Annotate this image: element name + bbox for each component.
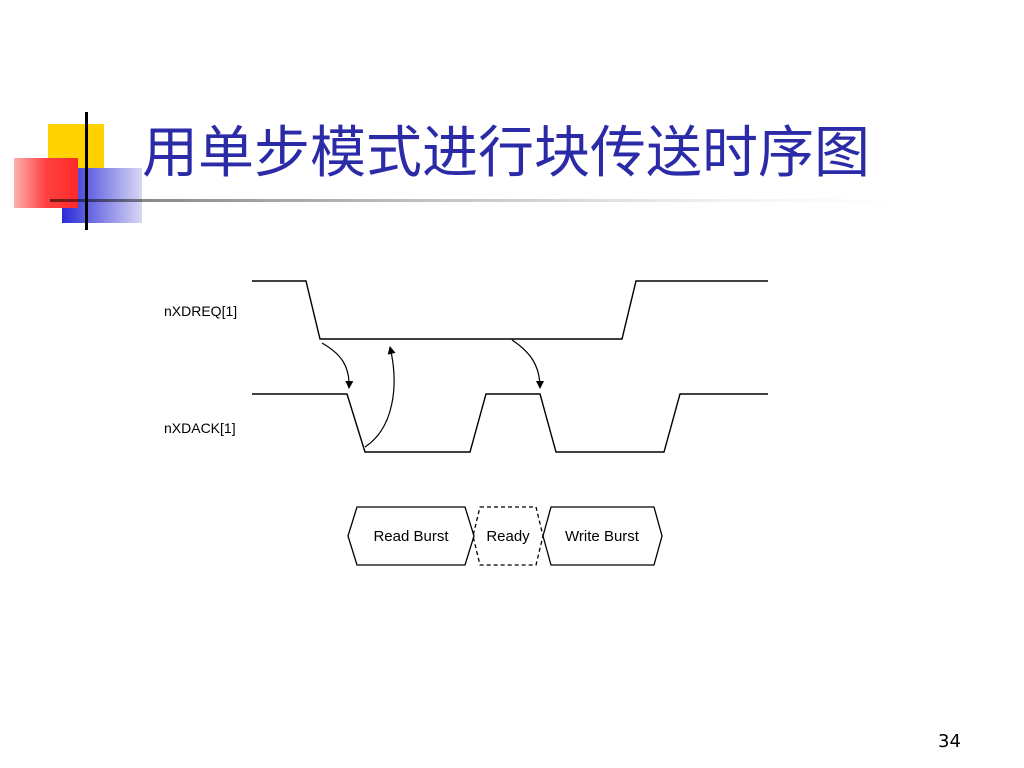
signal-label-nxdack: nXDACK[1] [164, 420, 236, 436]
phase-label-write-burst: Write Burst [565, 528, 640, 545]
nxdreq-waveform [252, 280, 768, 340]
title-rule [50, 199, 970, 202]
page-number: 34 [938, 731, 961, 752]
logo-vertical-bar [85, 112, 88, 230]
signal-label-nxdreq: nXDREQ[1] [164, 303, 237, 319]
slide-title: 用单步模式进行块传送时序图 [142, 121, 870, 186]
causal-arrow-req-to-ack [321, 342, 354, 389]
causal-arrow-ack-to-req-release [364, 346, 396, 448]
phase-label-ready: Ready [486, 528, 530, 545]
causal-arrow-req-to-second-ack [511, 339, 544, 389]
phase-box-write-burst [542, 506, 663, 566]
phase-box-read-burst [347, 506, 475, 566]
phase-label-read-burst: Read Burst [373, 528, 449, 545]
phase-box-ready [472, 506, 544, 566]
nxdack-waveform [252, 393, 768, 453]
